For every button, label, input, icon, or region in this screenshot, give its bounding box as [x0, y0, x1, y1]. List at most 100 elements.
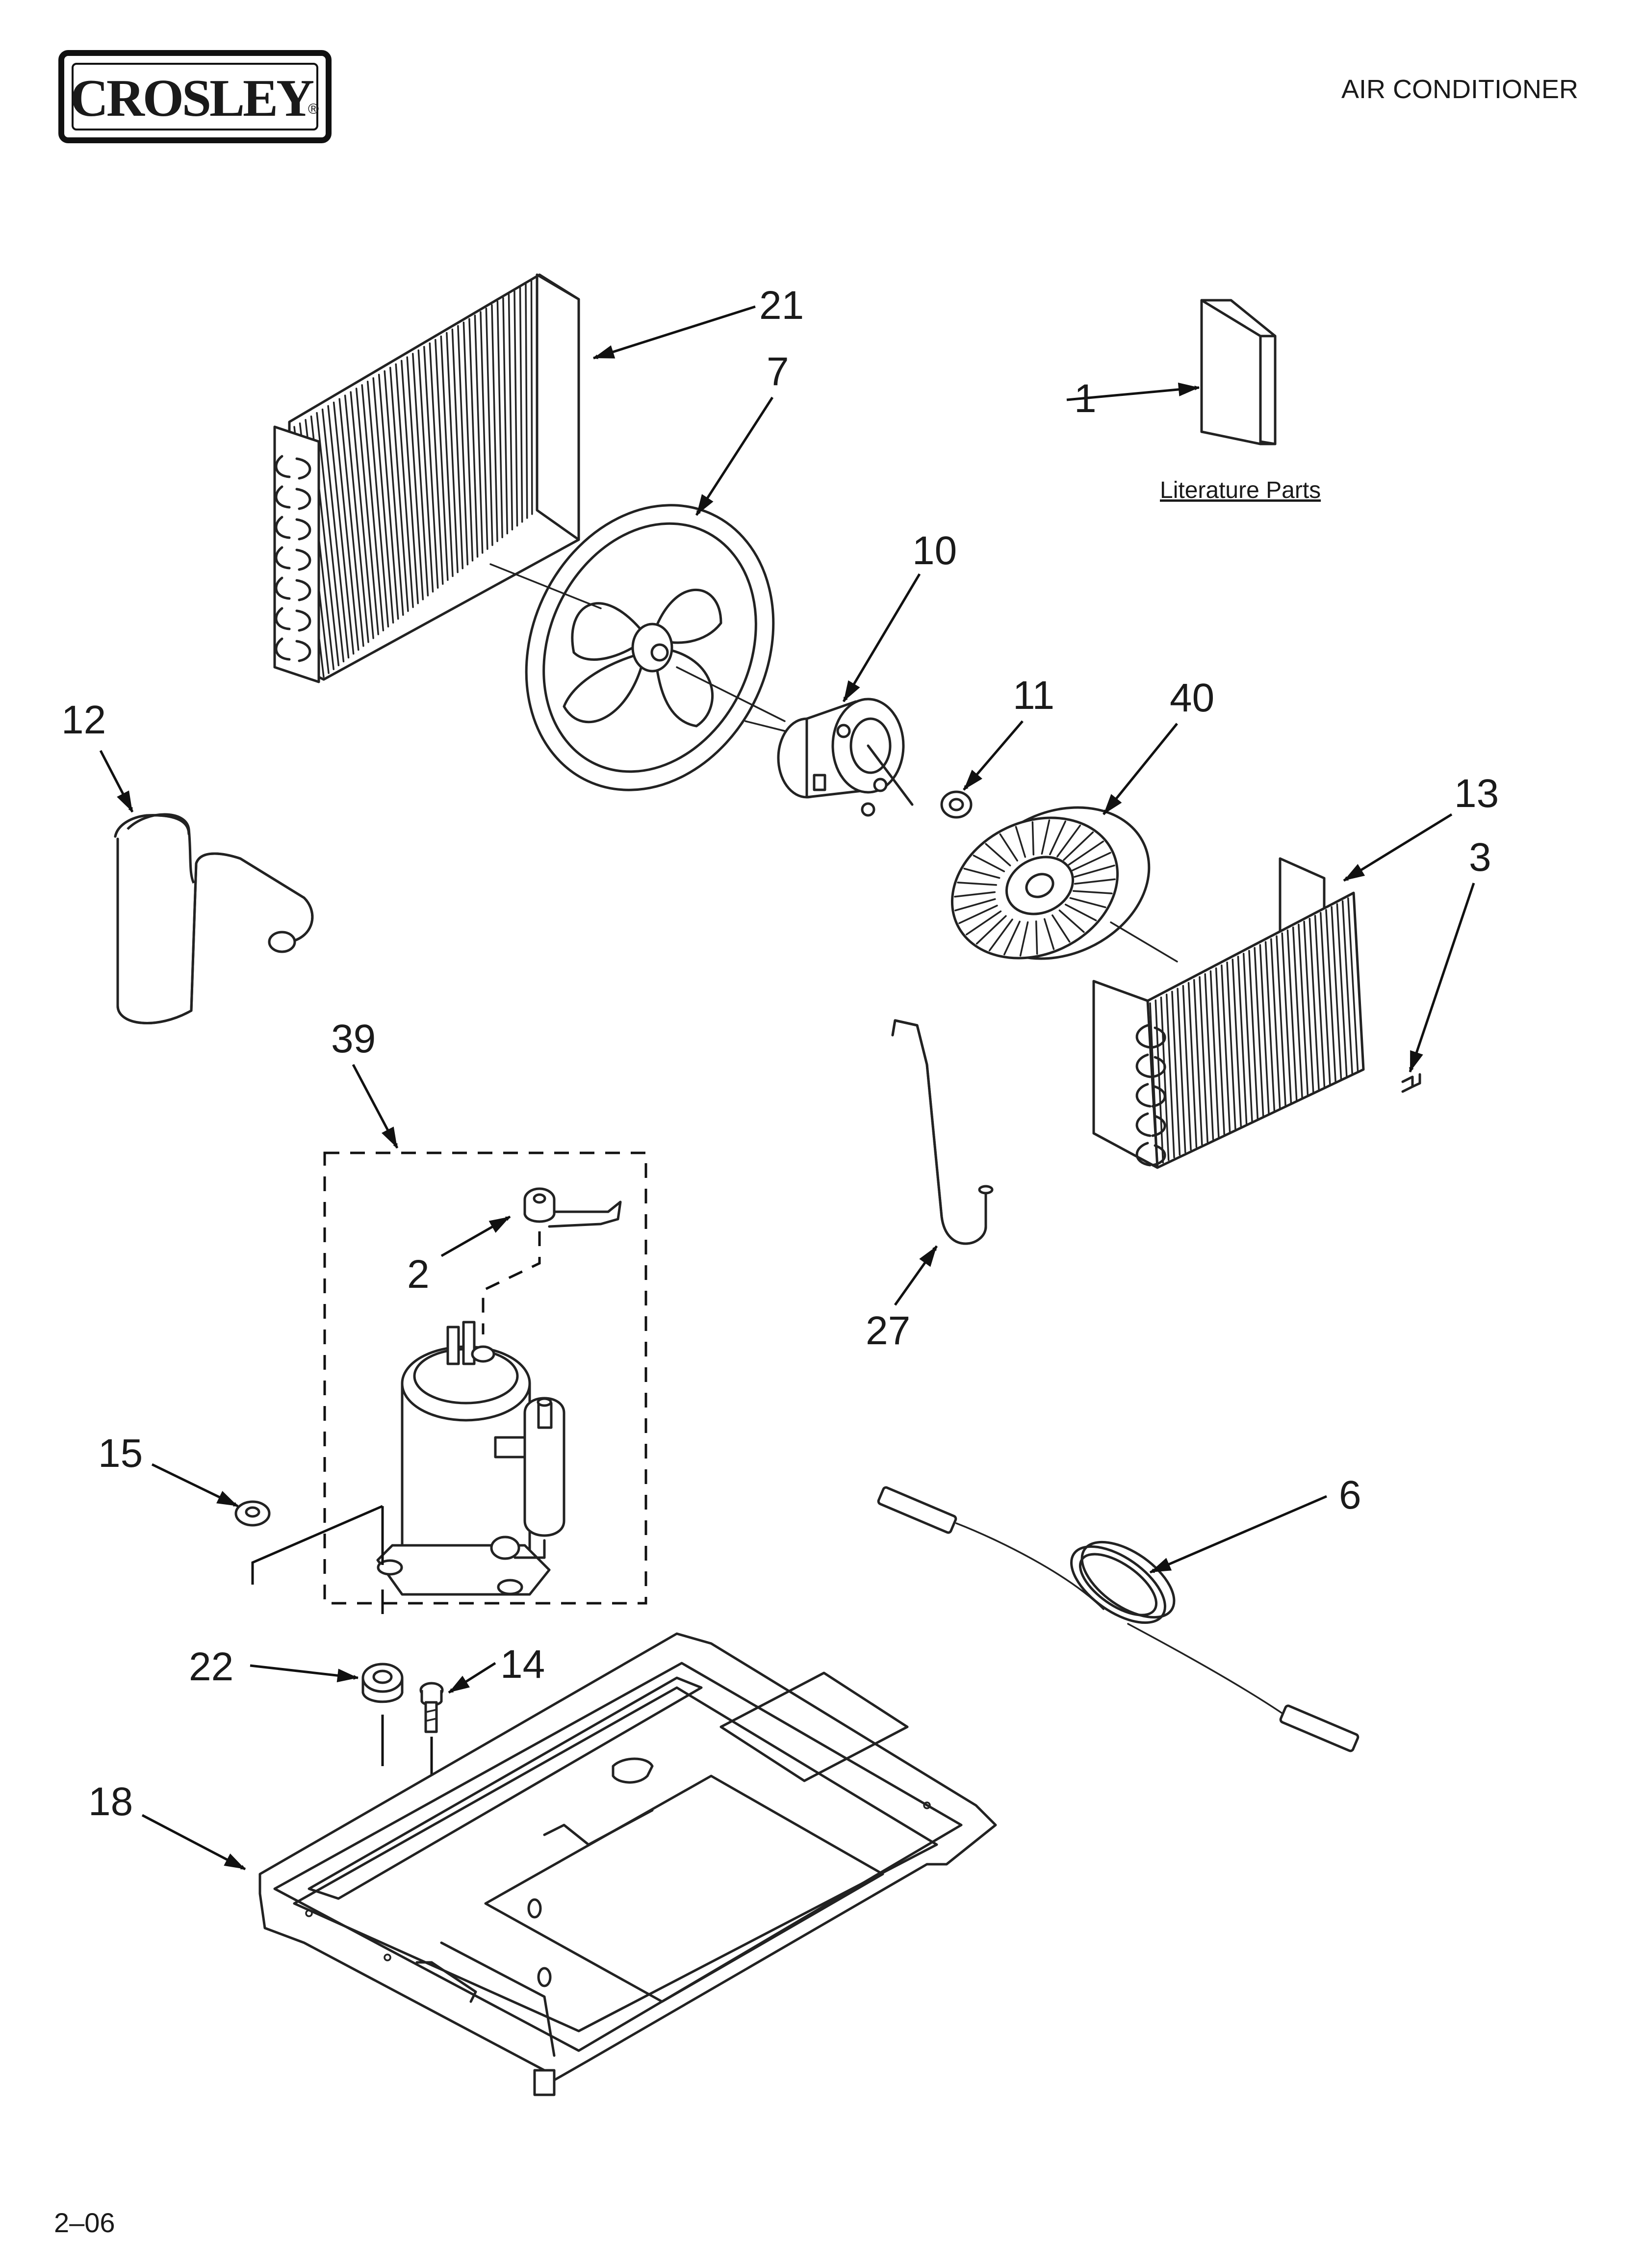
leader-arrowhead — [1178, 382, 1199, 396]
vane-line — [985, 843, 1011, 866]
fin-line — [395, 363, 414, 608]
callout-14: 14 — [500, 1642, 545, 1687]
fin-line — [1209, 970, 1220, 1138]
fin-line — [1232, 959, 1242, 1127]
fin-line — [530, 280, 533, 515]
leader-arrowhead — [1410, 1050, 1423, 1072]
fin-line — [316, 412, 345, 663]
discharge-tube — [114, 813, 314, 1024]
clip — [1401, 1073, 1421, 1093]
fin-line — [1264, 941, 1276, 1112]
callout-40: 40 — [1170, 676, 1214, 720]
leader-line — [1409, 883, 1475, 1072]
fin-line — [474, 314, 484, 554]
leader-line — [1150, 1495, 1327, 1574]
callout-11: 11 — [1013, 673, 1054, 718]
vane-line — [1074, 878, 1116, 885]
fin-line — [1276, 935, 1286, 1107]
fin-line — [446, 332, 459, 574]
leader-line — [842, 573, 921, 703]
fin-line — [1303, 920, 1314, 1094]
evaporator-coil — [1092, 857, 1365, 1169]
fin-line — [406, 356, 424, 600]
leader-arrowhead — [117, 790, 132, 812]
hairpin-bend — [275, 576, 311, 601]
callout-3: 3 — [1469, 835, 1491, 880]
vane-line — [1015, 826, 1026, 858]
fin-line — [366, 381, 389, 627]
fin-line — [350, 391, 374, 639]
fin-line — [1298, 923, 1309, 1096]
page-code: 2–06 — [54, 2207, 115, 2238]
fin-line — [429, 342, 444, 585]
fin-line — [344, 394, 369, 643]
suction-tube — [891, 1019, 994, 1245]
vane-line — [1052, 914, 1071, 943]
fin-line — [468, 318, 479, 558]
leader-arrowhead — [919, 1246, 937, 1267]
fin-line — [1347, 897, 1359, 1073]
fin-line — [496, 300, 503, 539]
fin-line — [1259, 944, 1270, 1115]
callout-7: 7 — [767, 349, 789, 394]
leader-line — [1343, 813, 1453, 882]
vane-line — [1072, 852, 1111, 871]
vane-line — [1049, 820, 1067, 856]
hairpin-bend — [275, 516, 311, 541]
fin-line — [1160, 996, 1170, 1161]
leader-arrowhead — [216, 1491, 238, 1506]
callout-18: 18 — [88, 1779, 133, 1824]
leader-arrowhead — [381, 1126, 397, 1148]
fin-line — [525, 283, 528, 519]
callout-12: 12 — [61, 698, 106, 742]
vane-line — [1064, 904, 1097, 921]
leader-arrowhead — [1103, 794, 1122, 814]
fin-line — [1319, 912, 1331, 1086]
callout-2: 2 — [407, 1252, 430, 1297]
callout-21: 21 — [759, 283, 804, 328]
page-title: AIR CONDITIONER — [1341, 75, 1578, 104]
leader-arrowhead — [224, 1853, 245, 1869]
fin-line — [1165, 993, 1175, 1158]
fan-blade — [525, 504, 775, 791]
hairpin-bend — [1135, 1053, 1166, 1078]
fin-line — [1204, 973, 1214, 1141]
fin-line — [1242, 953, 1253, 1122]
vane-line — [1058, 910, 1085, 933]
vane-line — [1068, 840, 1104, 866]
fin-line — [1237, 956, 1248, 1125]
leader-arrowhead — [336, 1668, 358, 1683]
fin-line — [502, 297, 509, 535]
fin-line — [485, 308, 493, 546]
overload-protector — [523, 1187, 622, 1228]
vane-line — [965, 910, 1002, 936]
fin-line — [338, 398, 364, 647]
hairpin-bend — [1135, 1142, 1166, 1167]
fin-line — [519, 287, 523, 523]
vane-line — [954, 891, 996, 898]
fin-line — [423, 346, 439, 589]
fin-line — [1292, 926, 1303, 1099]
hairpin-bend — [1135, 1024, 1166, 1049]
fin-line — [435, 339, 449, 581]
leader-line — [695, 396, 774, 516]
vane-line — [1063, 831, 1094, 861]
fin-line — [1331, 906, 1342, 1081]
fin-line — [1341, 900, 1354, 1076]
fin-line — [1353, 894, 1364, 1070]
callout-1: 1 — [1074, 376, 1097, 421]
fin-line — [384, 370, 404, 616]
vane-line — [963, 867, 1001, 879]
vane-line — [1069, 897, 1106, 909]
fin-line — [1226, 962, 1236, 1130]
leader-arrowhead — [488, 1217, 510, 1233]
fin-line — [389, 366, 409, 612]
capillary-tube — [877, 1486, 1360, 1752]
hairpin-bend — [275, 637, 311, 662]
leader-arrowhead — [964, 770, 982, 790]
leader-line — [593, 305, 756, 360]
fin-line — [451, 328, 464, 570]
fin-line — [1336, 903, 1348, 1078]
vane-line — [957, 882, 998, 886]
